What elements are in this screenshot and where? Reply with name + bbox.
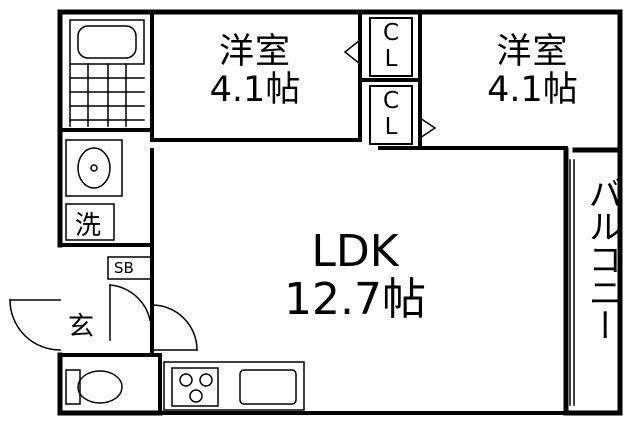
room-western-left: 洋室 4.1帖	[170, 32, 340, 110]
laundry-box	[65, 203, 115, 241]
laundry-label: 洗	[75, 211, 102, 241]
room-size: 4.1帖	[209, 69, 301, 110]
room-name: 洋室	[218, 32, 291, 72]
kitchen-counter	[163, 361, 305, 411]
stove-burner-icon	[199, 373, 213, 387]
washbasin-icon	[65, 139, 123, 197]
sink-icon	[239, 369, 297, 405]
room-name: LDK	[311, 226, 399, 277]
interior-walls	[58, 10, 568, 415]
room-ldk: LDK 12.7帖	[230, 228, 480, 323]
balcony-label: バルコニー	[582, 176, 622, 341]
stove-burner-icon	[179, 373, 193, 387]
balcony-window	[569, 159, 575, 406]
room-size: 12.7帖	[284, 273, 426, 325]
closet-box-top	[369, 17, 413, 77]
closet-box-bottom	[369, 85, 413, 145]
ldk-door	[151, 304, 198, 351]
closet-label-bottom: C L	[382, 88, 400, 140]
stove-burner-icon	[189, 389, 203, 403]
closet-doors	[343, 38, 437, 140]
shoe-box-label: SB	[114, 259, 134, 277]
shoe-box	[107, 256, 153, 280]
closet-label-top: C L	[382, 20, 400, 72]
bathtub-icon	[69, 19, 145, 127]
entrance-label: 玄	[68, 312, 95, 342]
entrance-door	[9, 284, 151, 351]
room-name: 洋室	[496, 32, 569, 72]
room-western-right: 洋室 4.1帖	[450, 32, 615, 110]
room-size: 4.1帖	[487, 69, 578, 110]
toilet-icon	[65, 369, 123, 405]
